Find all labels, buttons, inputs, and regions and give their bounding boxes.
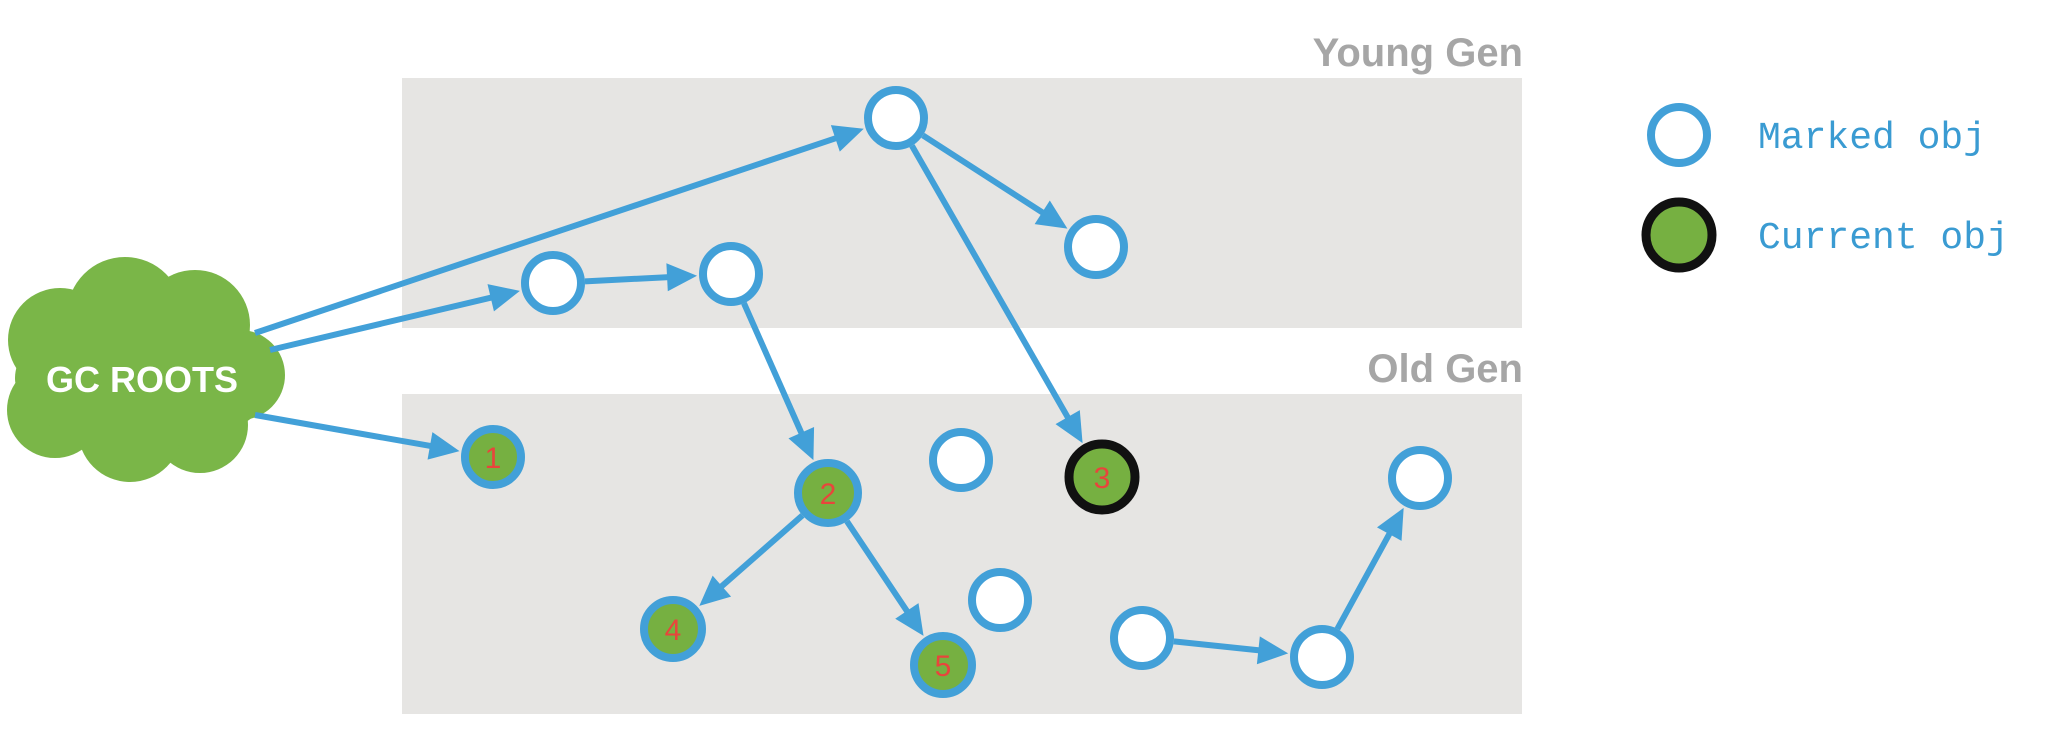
- node-number-o4: 4: [665, 614, 682, 647]
- nodes-layer: 1 2 3 4 5: [461, 86, 1452, 698]
- object-node-y3: [699, 242, 763, 306]
- object-node-y4: [1064, 215, 1128, 279]
- edge-o2-to-o5: [844, 519, 917, 623]
- node-circle-o5: [910, 632, 976, 698]
- object-node-y1: [864, 86, 928, 150]
- edge-y1-to-y4: [921, 132, 1054, 222]
- edges-layer: [254, 125, 1404, 665]
- node-circle-o2: [794, 459, 862, 527]
- edge-y1-to-o3: [909, 144, 1077, 430]
- node-number-o1: 1: [485, 442, 502, 475]
- node-circle-o3: [1064, 439, 1140, 515]
- edge-o2-to-o4: [710, 513, 805, 597]
- young-gen-region: [402, 78, 1522, 328]
- node-number-o5: 5: [935, 650, 952, 683]
- node-circle-y2: [521, 251, 585, 315]
- object-node-o3: 3: [1064, 439, 1140, 515]
- arrowhead-y2-to-y3: [666, 263, 698, 292]
- node-circle-o7: [968, 568, 1032, 632]
- gc-roots-label: GC ROOTS: [46, 359, 238, 400]
- legend: Marked obj Current obj: [1641, 103, 2009, 273]
- legend-marked-swatch: [1647, 103, 1711, 167]
- arrowhead-y1-to-y4: [1034, 200, 1068, 229]
- arrowhead-o9-to-o10: [1256, 636, 1289, 665]
- edge-roots-to-y2: [269, 292, 504, 353]
- young-gen-label: Young Gen: [1313, 31, 1523, 75]
- object-node-o8: [1388, 446, 1452, 510]
- legend-current-label: Current obj: [1758, 217, 2009, 260]
- object-node-o2: 2: [794, 459, 862, 527]
- arrowhead-roots-to-y1: [830, 125, 864, 152]
- node-circle-o8: [1388, 446, 1452, 510]
- object-node-o7: [968, 568, 1032, 632]
- node-circle-y1: [864, 86, 928, 150]
- node-circle-o10: [1290, 625, 1354, 689]
- object-node-o10: [1290, 625, 1354, 689]
- edge-roots-to-y1: [254, 131, 848, 336]
- node-circle-o9: [1110, 606, 1174, 670]
- arrowhead-roots-to-y2: [487, 284, 520, 312]
- node-circle-o4: [640, 596, 706, 662]
- object-node-o5: 5: [910, 632, 976, 698]
- arrowhead-y1-to-o3: [1055, 410, 1083, 444]
- node-number-o2: 2: [820, 478, 837, 511]
- arrowhead-y3-to-o2: [788, 426, 815, 461]
- edge-o9-to-o10: [1173, 638, 1271, 655]
- object-node-y2: [521, 251, 585, 315]
- node-number-o3: 3: [1094, 462, 1111, 495]
- legend-marked-label: Marked obj: [1758, 117, 1986, 160]
- node-circle-o6: [929, 428, 993, 492]
- object-node-o9: [1110, 606, 1174, 670]
- arrowhead-o10-to-o8: [1376, 507, 1404, 541]
- edge-roots-to-o1: [254, 412, 443, 451]
- edge-y3-to-o2: [741, 302, 809, 445]
- object-node-o4: 4: [640, 596, 706, 662]
- node-circle-y3: [699, 242, 763, 306]
- old-gen-label: Old Gen: [1367, 347, 1523, 391]
- node-circle-y4: [1064, 215, 1128, 279]
- edge-o10-to-o8: [1334, 522, 1398, 631]
- arrowhead-o2-to-o4: [699, 575, 732, 606]
- legend-current-swatch: [1641, 197, 1717, 273]
- object-node-o6: [929, 428, 993, 492]
- gc-roots-cloud: GC ROOTS: [7, 257, 285, 482]
- arrowhead-o2-to-o5: [895, 603, 924, 636]
- node-circle-o1: [461, 425, 525, 489]
- arrowhead-roots-to-o1: [427, 432, 460, 460]
- edge-y2-to-y3: [584, 273, 680, 285]
- object-node-o1: 1: [461, 425, 525, 489]
